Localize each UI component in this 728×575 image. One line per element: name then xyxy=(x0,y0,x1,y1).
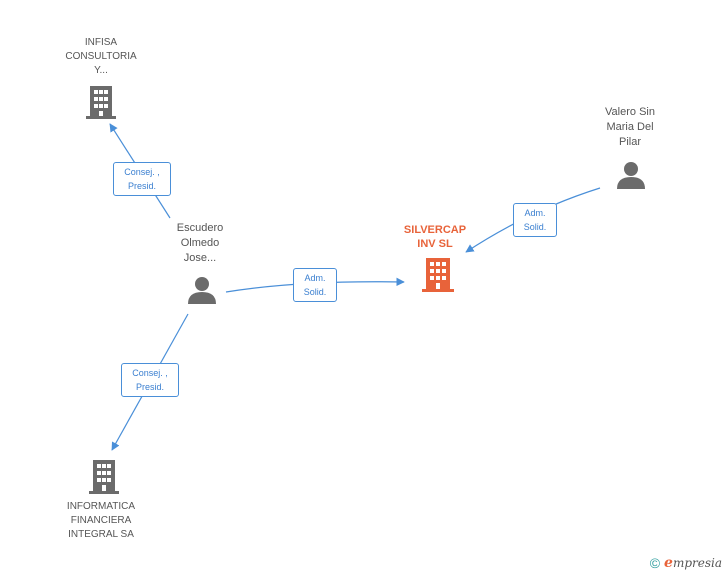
main-building-icon xyxy=(422,258,454,292)
person-icon xyxy=(188,277,216,304)
node-label-infisa[interactable]: INFISA CONSULTORIA Y... xyxy=(65,37,137,76)
building-icon xyxy=(86,86,116,119)
edge-label-valero-silvercap: Adm. Solid. xyxy=(513,203,557,237)
edge-label-escudero-infisa: Consej. , Presid. xyxy=(113,162,171,196)
brand-logo[interactable]: empresia xyxy=(664,555,722,571)
edge-label-escudero-informatica: Consej. , Presid. xyxy=(121,363,179,397)
node-label-valero[interactable]: Valero Sin Maria Del Pilar xyxy=(605,106,655,148)
node-label-silvercap[interactable]: SILVERCAP INV SL xyxy=(403,224,467,250)
footer-brand: © empresia xyxy=(650,555,722,571)
copyright-icon: © xyxy=(649,555,661,571)
node-label-informatica[interactable]: INFORMATICA FINANCIERA INTEGRAL SA xyxy=(66,501,136,540)
edge-label-escudero-silvercap: Adm. Solid. xyxy=(293,268,337,302)
person-icon xyxy=(617,162,645,189)
building-icon xyxy=(89,460,119,494)
node-label-escudero[interactable]: Escudero Olmedo Jose... xyxy=(176,222,224,264)
